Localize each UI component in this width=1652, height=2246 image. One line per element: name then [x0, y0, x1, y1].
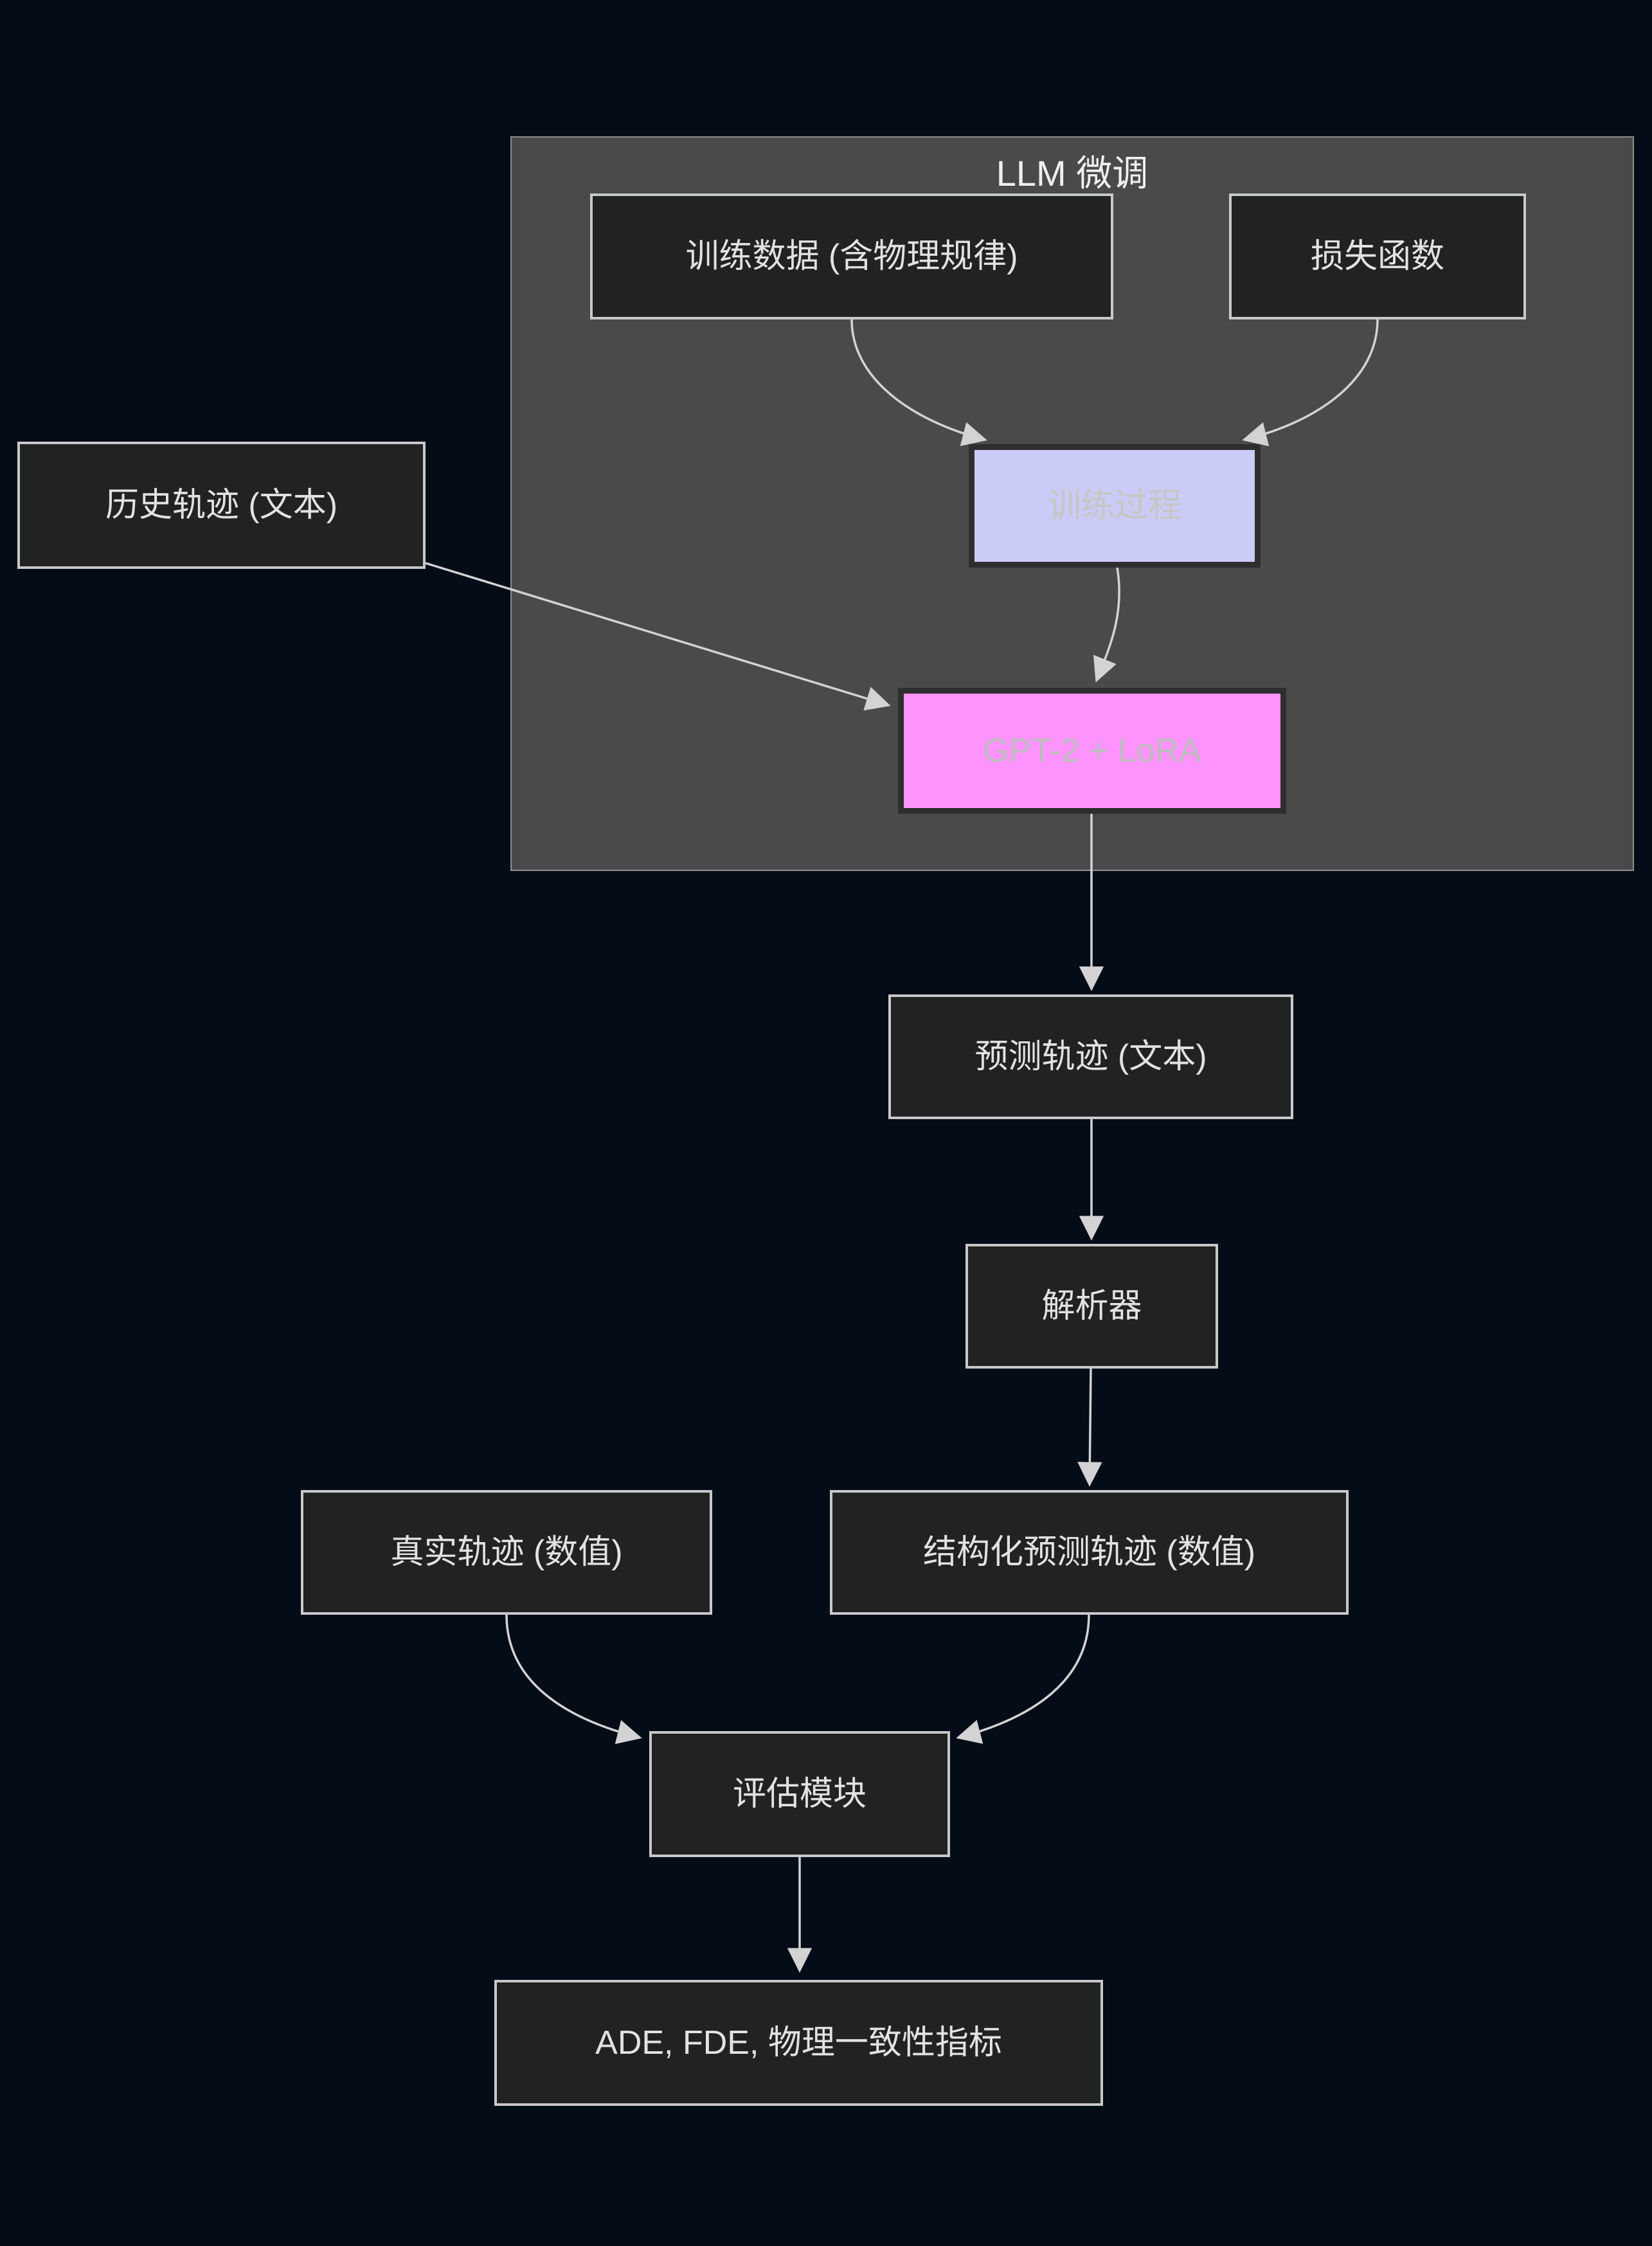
node-training-data: 训练数据 (含物理规律) [590, 193, 1113, 319]
edge-structured-to-evaluation [956, 1614, 1090, 1744]
node-training-process: 训练过程 [969, 444, 1261, 568]
cluster-llm-finetune-label: LLM 微调 [996, 153, 1149, 193]
node-gpt2-lora: GPT-2 + LoRA [898, 688, 1286, 814]
edge-ground-truth-to-evaluation [505, 1614, 642, 1745]
node-predicted-trajectory: 预测轨迹 (文本) [888, 994, 1293, 1119]
edge-parser-to-structured [1077, 1368, 1102, 1487]
node-ground-truth: 真实轨迹 (数值) [301, 1490, 712, 1615]
node-evaluation-module: 评估模块 [649, 1731, 950, 1857]
node-loss-function: 损失函数 [1229, 193, 1526, 319]
node-structured-prediction: 结构化预测轨迹 (数值) [830, 1490, 1349, 1615]
node-history-trajectory: 历史轨迹 (文本) [17, 442, 426, 569]
node-parser: 解析器 [965, 1244, 1218, 1369]
node-metrics: ADE, FDE, 物理一致性指标 [494, 1980, 1103, 2106]
